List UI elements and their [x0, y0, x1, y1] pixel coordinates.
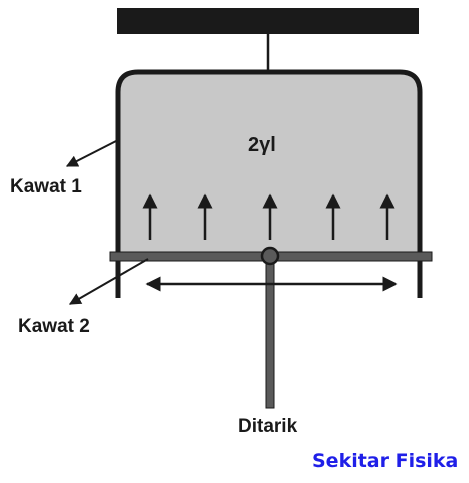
wire-2-label: Kawat 2	[18, 316, 90, 337]
ceiling-support	[117, 8, 419, 34]
surface-tension-label: 2γl	[248, 134, 276, 156]
pulled-label: Ditarik	[238, 416, 298, 437]
soap-film	[118, 72, 420, 256]
force-arrows	[142, 193, 395, 240]
pull-rod	[265, 255, 275, 409]
wire-1-frame	[115, 69, 423, 298]
wire-1-leader	[65, 139, 119, 167]
watermark-text: Sekitar Fisika	[312, 450, 459, 472]
wire-1-label: Kawat 1	[10, 176, 82, 197]
rod-joint	[260, 246, 280, 266]
wire-2-leader	[68, 258, 149, 305]
